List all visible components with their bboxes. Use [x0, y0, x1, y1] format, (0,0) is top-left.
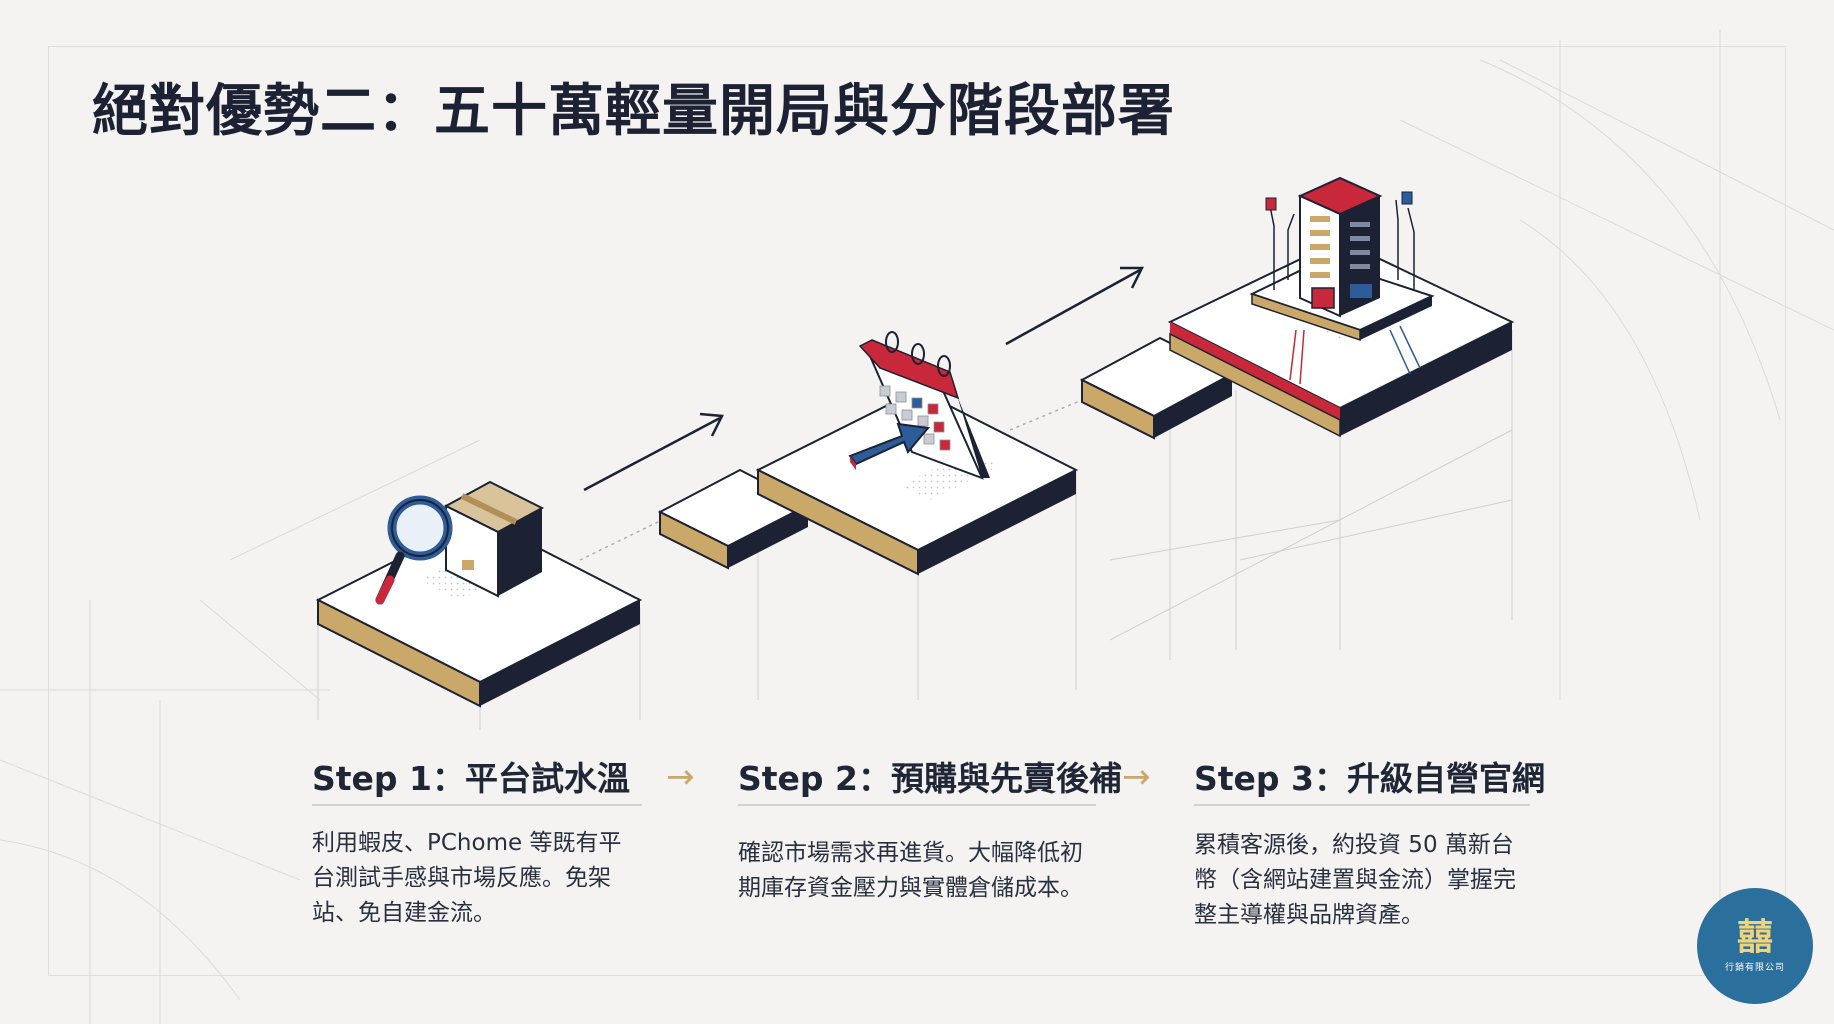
logo-mark: 囍 [1736, 916, 1773, 958]
calendar-cursor-icon [848, 331, 1000, 500]
step-arrow-icon: → [1122, 757, 1151, 797]
step2-desc-line: 確認市場需求再進貨。大幅降低初 [738, 840, 1083, 866]
step-arrow-icon: → [666, 757, 695, 797]
step1-desc-line: 站、免自建金流。 [312, 900, 496, 926]
logo-text: 行銷有限公司 [1724, 962, 1785, 973]
progress-arrow-icon [1005, 266, 1145, 346]
step3-desc-line: 幣（含網站建置與金流）掌握完 [1194, 867, 1516, 893]
step2-description: 確認市場需求再進貨。大幅降低初 期庫存資金壓力與實體倉儲成本。 [738, 836, 1083, 906]
step1-desc-line: 利用蝦皮、PChome 等既有平 [312, 830, 622, 856]
step3-heading: Step 3：升級自營官網 [1194, 759, 1545, 798]
progress-arrow-icon [583, 412, 724, 492]
blueprint-lines [0, 30, 1834, 1024]
company-logo: 囍 行銷有限公司 [1697, 888, 1813, 1004]
step2-divider [738, 804, 1096, 806]
step3-description: 累積客源後，約投資 50 萬新台 幣（含網站建置與金流）掌握完 整主導權與品牌資… [1194, 828, 1516, 933]
office-building-icon [1249, 176, 1435, 385]
magnifier-box-icon [375, 480, 545, 605]
step1-heading: Step 1：平台試水溫 [312, 759, 630, 798]
step2-desc-line: 期庫存資金壓力與實體倉儲成本。 [738, 875, 1083, 901]
step1-divider [312, 804, 642, 806]
step3-desc-line: 累積客源後，約投資 50 萬新台 [1194, 832, 1514, 858]
step3-divider [1194, 804, 1530, 806]
step2-heading: Step 2：預購與先賣後補 [738, 759, 1122, 798]
slide-title: 絕對優勢二：五十萬輕量開局與分階段部署 [92, 78, 1175, 144]
slide-frame [48, 46, 1786, 976]
step3-desc-line: 整主導權與品牌資產。 [1194, 902, 1424, 928]
platform-step1 [315, 516, 643, 708]
platform-step2 [755, 388, 1079, 576]
step1-description: 利用蝦皮、PChome 等既有平 台測試手感與市場反應。免架 站、免自建金流。 [312, 826, 621, 931]
connector-block-1 [657, 468, 811, 570]
step1-desc-line: 台測試手感與市場反應。免架 [312, 865, 611, 891]
